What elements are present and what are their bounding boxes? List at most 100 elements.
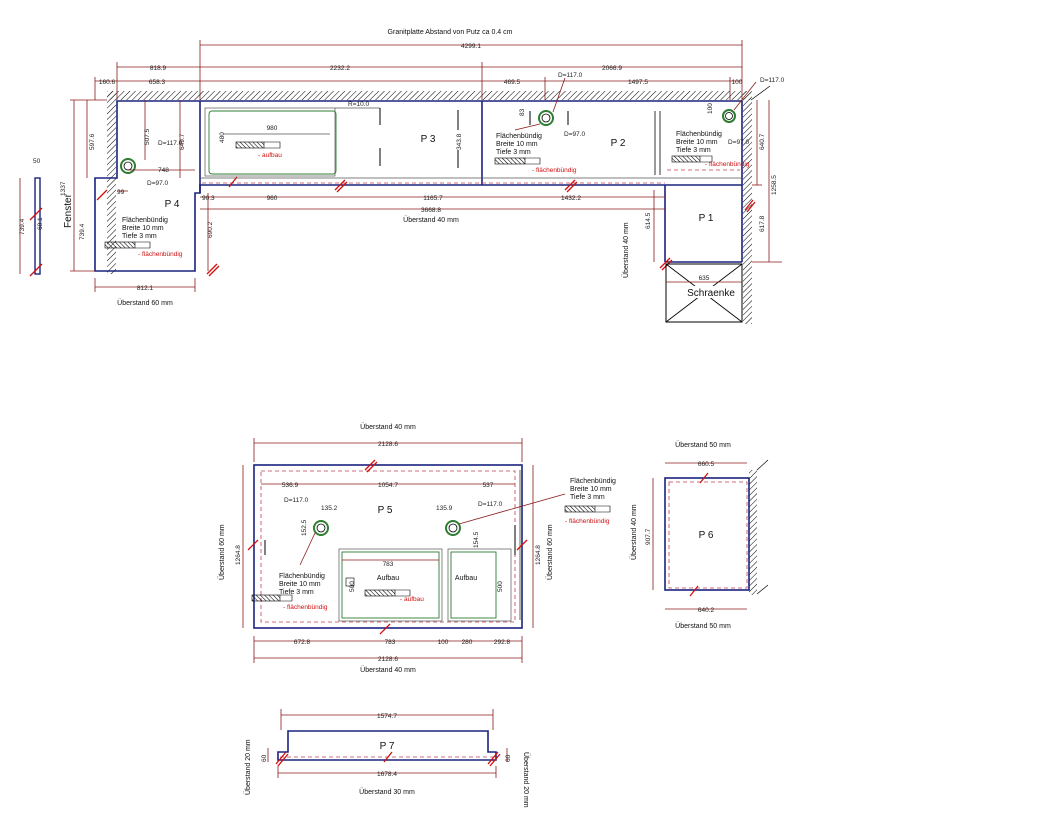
- svg-text:617.8: 617.8: [759, 215, 766, 232]
- svg-text:960: 960: [267, 195, 278, 202]
- svg-text:68.1: 68.1: [37, 217, 44, 230]
- svg-text:D=117.0: D=117.0: [760, 77, 785, 84]
- svg-text:640.7: 640.7: [759, 133, 766, 150]
- svg-text:690.2: 690.2: [207, 221, 214, 238]
- svg-text:739.4: 739.4: [19, 218, 26, 235]
- hole-p2-left: [538, 110, 554, 126]
- panel-label-p4: P 4: [165, 199, 180, 210]
- svg-text:D=97.0: D=97.0: [564, 131, 586, 138]
- svg-text:Überstand 40 mm: Überstand 40 mm: [630, 504, 638, 560]
- svg-text:154.5: 154.5: [473, 531, 480, 548]
- svg-text:1165.7: 1165.7: [423, 195, 443, 202]
- svg-text:1258.5: 1258.5: [771, 175, 778, 195]
- svg-text:Überstand 40 mm: Überstand 40 mm: [360, 423, 416, 431]
- countertop-outline: [94, 100, 743, 272]
- svg-text:Tiefe 3 mm: Tiefe 3 mm: [496, 149, 531, 156]
- svg-text:90.3: 90.3: [202, 195, 215, 202]
- wall-left: [107, 91, 116, 274]
- svg-text:Breite 10 mm: Breite 10 mm: [496, 141, 538, 148]
- svg-text:135.9: 135.9: [436, 505, 453, 512]
- svg-text:500: 500: [349, 581, 356, 592]
- hole-p4: [120, 158, 136, 174]
- svg-text:Aufbau: Aufbau: [455, 575, 477, 582]
- svg-text:537: 537: [483, 482, 494, 489]
- svg-text:507.5: 507.5: [144, 128, 151, 145]
- panel-label-p1: P 1: [699, 213, 714, 224]
- svg-text:Überstand 20 mm: Überstand 20 mm: [522, 752, 530, 808]
- svg-text:597.6: 597.6: [89, 133, 96, 150]
- panel-label-p5: P 5: [378, 505, 393, 516]
- svg-text:Flächenbündig: Flächenbündig: [570, 478, 616, 485]
- svg-text:Flächenbündig: Flächenbündig: [122, 217, 168, 224]
- svg-text:2066.9: 2066.9: [602, 65, 622, 72]
- svg-text:812.1: 812.1: [137, 285, 154, 292]
- sink-cutout-p3: [208, 110, 337, 175]
- svg-text:343.8: 343.8: [456, 133, 463, 150]
- svg-text:Tiefe 3 mm: Tiefe 3 mm: [570, 494, 605, 501]
- svg-text:Überstand 60 mm: Überstand 60 mm: [117, 299, 173, 307]
- aufbau-cutout-left: [341, 551, 440, 619]
- window-label: Fenster: [63, 193, 74, 228]
- svg-text:R=10.0: R=10.0: [348, 101, 370, 108]
- svg-text:280: 280: [462, 639, 473, 646]
- cabinet-label: Schraenke: [687, 288, 735, 299]
- aufbau-cutout-right: [450, 551, 497, 619]
- svg-text:135.2: 135.2: [321, 505, 338, 512]
- svg-text:Tiefe 3 mm: Tiefe 3 mm: [279, 589, 314, 596]
- svg-text:536.9: 536.9: [282, 482, 299, 489]
- panel-p5-outline: [253, 464, 523, 629]
- svg-text:Breite 10 mm: Breite 10 mm: [122, 225, 164, 232]
- svg-text:783: 783: [385, 639, 396, 646]
- svg-text:480: 480: [219, 132, 226, 143]
- dim-bottom-row: 90.3 960 1165.7 1432.2 3668.8 Überstand …: [200, 176, 665, 224]
- svg-text:1678.4: 1678.4: [377, 771, 397, 778]
- svg-text:635: 635: [699, 275, 710, 282]
- svg-text:50: 50: [33, 158, 41, 165]
- svg-text:1264.8: 1264.8: [235, 545, 242, 565]
- svg-text:660.5: 660.5: [698, 461, 715, 468]
- svg-text:Flächenbündig: Flächenbündig: [676, 131, 722, 138]
- svg-text:Flächenbündig: Flächenbündig: [279, 573, 325, 580]
- svg-text:907.7: 907.7: [645, 528, 652, 545]
- svg-text:Überstand 60 mm: Überstand 60 mm: [218, 524, 226, 580]
- svg-text:500: 500: [497, 581, 504, 592]
- svg-text:469.5: 469.5: [504, 79, 521, 86]
- svg-text:640.2: 640.2: [698, 607, 715, 614]
- svg-text:- aufbau: - aufbau: [400, 596, 424, 603]
- svg-text:D=117.0: D=117.0: [158, 140, 183, 147]
- svg-text:Breite 10 mm: Breite 10 mm: [279, 581, 321, 588]
- svg-text:658.3: 658.3: [149, 79, 166, 86]
- svg-text:Breite 10 mm: Breite 10 mm: [676, 139, 718, 146]
- panel-label-p3: P 3: [421, 134, 436, 145]
- svg-text:Breite 10 mm: Breite 10 mm: [570, 486, 612, 493]
- svg-text:649.7: 649.7: [179, 133, 186, 150]
- svg-text:818.9: 818.9: [150, 65, 167, 72]
- svg-text:Überstand 30 mm: Überstand 30 mm: [359, 788, 415, 796]
- svg-text:1497.5: 1497.5: [628, 79, 648, 86]
- svg-text:748: 748: [158, 167, 169, 174]
- wall-p6: [749, 470, 757, 595]
- svg-text:- flächenbündig: - flächenbündig: [283, 604, 328, 611]
- svg-text:1054.7: 1054.7: [378, 482, 398, 489]
- svg-text:83: 83: [519, 108, 526, 116]
- svg-text:100: 100: [732, 79, 743, 86]
- svg-text:- flächenbündig: - flächenbündig: [705, 161, 750, 168]
- svg-text:- flächenbündig: - flächenbündig: [532, 167, 577, 174]
- svg-text:60: 60: [261, 754, 268, 762]
- svg-text:1264.8: 1264.8: [535, 545, 542, 565]
- svg-text:1432.2: 1432.2: [561, 195, 581, 202]
- svg-text:100: 100: [438, 639, 449, 646]
- panel-label-p6: P 6: [699, 530, 714, 541]
- svg-text:60: 60: [505, 754, 512, 762]
- svg-text:- aufbau: - aufbau: [258, 152, 282, 159]
- hole-p2-right: [722, 109, 736, 123]
- dim-total: 4299.1: [199, 40, 743, 100]
- svg-text:160.6: 160.6: [99, 79, 116, 86]
- hole-p5-right: [445, 520, 461, 536]
- svg-text:614.5: 614.5: [645, 212, 652, 229]
- svg-text:4299.1: 4299.1: [461, 43, 481, 50]
- panel-p7-outline: [277, 730, 497, 761]
- hole-p5-left: [313, 520, 329, 536]
- svg-text:- flächenbündig: - flächenbündig: [565, 518, 610, 525]
